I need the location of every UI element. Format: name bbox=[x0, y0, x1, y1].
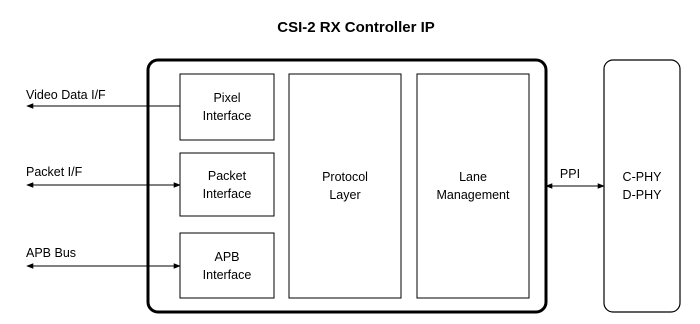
pixel-interface-label-1: Pixel bbox=[213, 91, 240, 105]
packet-interface-label-2: Interface bbox=[203, 187, 252, 201]
protocol-layer-label-1: Protocol bbox=[322, 170, 368, 184]
lane-management-box bbox=[416, 73, 530, 299]
lane-management-label-2: Management bbox=[437, 188, 510, 202]
diagram-title: CSI-2 RX Controller IP bbox=[277, 19, 435, 36]
video-data-if-label: Video Data I/F bbox=[26, 88, 106, 102]
protocol-layer-label-2: Layer bbox=[329, 188, 360, 202]
apb-interface-label-2: Interface bbox=[203, 268, 252, 282]
ppi-label: PPI bbox=[560, 167, 580, 181]
lane-management-label-1: Lane bbox=[459, 170, 487, 184]
packet-interface-box bbox=[179, 152, 275, 217]
protocol-layer-box bbox=[288, 73, 402, 299]
pixel-interface-label-2: Interface bbox=[203, 109, 252, 123]
phy-box bbox=[603, 59, 681, 313]
phy-label-1: C-PHY bbox=[623, 170, 663, 184]
apb-interface-label-1: APB bbox=[214, 250, 239, 264]
phy-label-2: D-PHY bbox=[623, 188, 663, 202]
apb-bus-label: APB Bus bbox=[26, 246, 76, 260]
packet-interface-label-1: Packet bbox=[208, 169, 247, 183]
pixel-interface-box bbox=[179, 73, 275, 141]
apb-interface-box bbox=[179, 232, 275, 299]
packet-if-label: Packet I/F bbox=[26, 165, 83, 179]
